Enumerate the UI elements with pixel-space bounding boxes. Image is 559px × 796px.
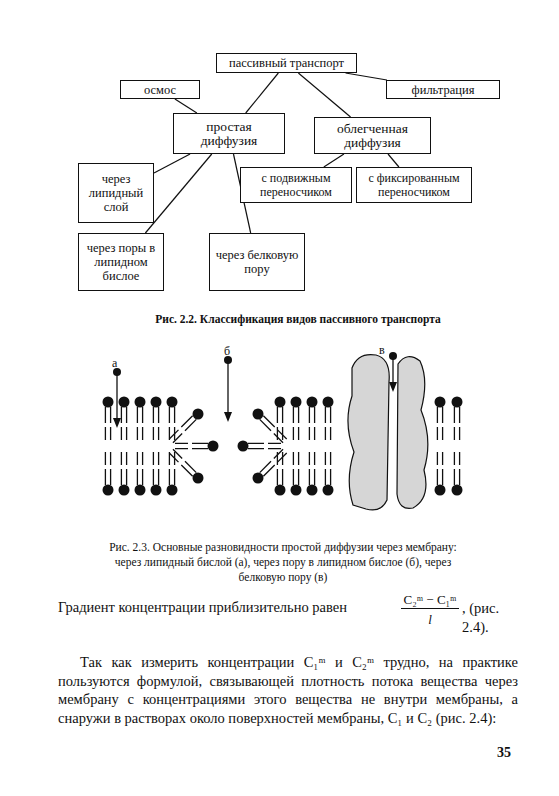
figure-letter: а [112, 356, 117, 371]
connector-line [388, 154, 399, 167]
arrow-head [389, 382, 397, 392]
box-label: облегченная диффузия [318, 122, 427, 150]
lipid [323, 397, 334, 441]
box-label: пассивный транспорт [229, 56, 344, 70]
box-label: через липидный слой [82, 172, 150, 214]
diffusion-arrows [113, 352, 397, 428]
box-label: через белковую пору [213, 248, 301, 276]
lipid [167, 447, 206, 486]
lipid [119, 452, 130, 496]
figure-caption: Рис. 2.2. Классификация видов пассивного… [78, 313, 518, 325]
formula-numerator: C₂ᵐ − C₁ᵐ [401, 592, 459, 609]
box-label: простая диффузия [177, 120, 281, 148]
lipid [151, 452, 162, 496]
lipid [167, 452, 178, 496]
figure-caption: Рис. 2.3. Основные разновидности простой… [98, 540, 468, 585]
category-box: облегченная диффузия [314, 117, 431, 154]
category-box: простая диффузия [173, 113, 285, 154]
arrow-head [113, 418, 121, 428]
lipid [291, 452, 302, 496]
connector-line [175, 99, 197, 113]
lipid [238, 441, 282, 452]
box-label: через поры в липидном бислое [82, 241, 160, 283]
lipid [275, 397, 286, 441]
body-paragraph: Так как измерить концентрации C₁ᵐ и C₂ᵐ … [58, 653, 518, 727]
arrow-head [224, 412, 232, 422]
lipid [151, 397, 162, 441]
protein-half [397, 357, 428, 509]
connector-line [145, 154, 211, 233]
body-text: , (рис. 2.4). [462, 599, 518, 637]
figure-letter: б [224, 344, 230, 359]
body-text: Градиент концентрации приблизительно рав… [58, 599, 347, 616]
lipid [452, 452, 463, 496]
connector-line [346, 73, 387, 80]
lipid [167, 406, 206, 445]
box-label: с подвижным переносчиком [244, 171, 348, 199]
category-box: пассивный транспорт [216, 53, 357, 73]
category-box: через липидный слой [78, 163, 154, 223]
lipid [135, 452, 146, 496]
lipid [435, 397, 446, 441]
lipid [103, 397, 114, 441]
category-box: через поры в липидном бислое [78, 233, 164, 291]
lipid [435, 452, 446, 496]
lipid [307, 397, 318, 441]
box-label: фильтрация [412, 83, 475, 97]
channel-protein [348, 355, 428, 510]
category-box: фильтрация [386, 80, 500, 99]
figure-letter: в [379, 343, 385, 358]
category-box: с подвижным переносчиком [240, 167, 352, 203]
page-number: 35 [497, 745, 511, 761]
lipid [167, 397, 178, 441]
protein-half [348, 355, 389, 510]
lipid [103, 452, 114, 496]
category-box: с фиксированным переносчиком [356, 167, 472, 203]
connector-line [298, 73, 350, 117]
lipid [307, 452, 318, 496]
lipid [175, 441, 219, 452]
arrow-line [227, 360, 228, 418]
lipid [275, 452, 286, 496]
lipid [452, 397, 463, 441]
connector-line [246, 73, 279, 113]
lipid [323, 452, 334, 496]
box-label: с фиксированным переносчиком [360, 171, 468, 199]
arrow-line [116, 372, 117, 424]
connector-line [154, 154, 190, 173]
box-label: осмос [144, 83, 176, 97]
lipid [135, 397, 146, 441]
connector-line [324, 154, 344, 167]
formula-denominator: l [401, 612, 459, 628]
lipid [291, 397, 302, 441]
category-box: через белковую пору [209, 233, 305, 291]
category-box: осмос [120, 80, 200, 99]
